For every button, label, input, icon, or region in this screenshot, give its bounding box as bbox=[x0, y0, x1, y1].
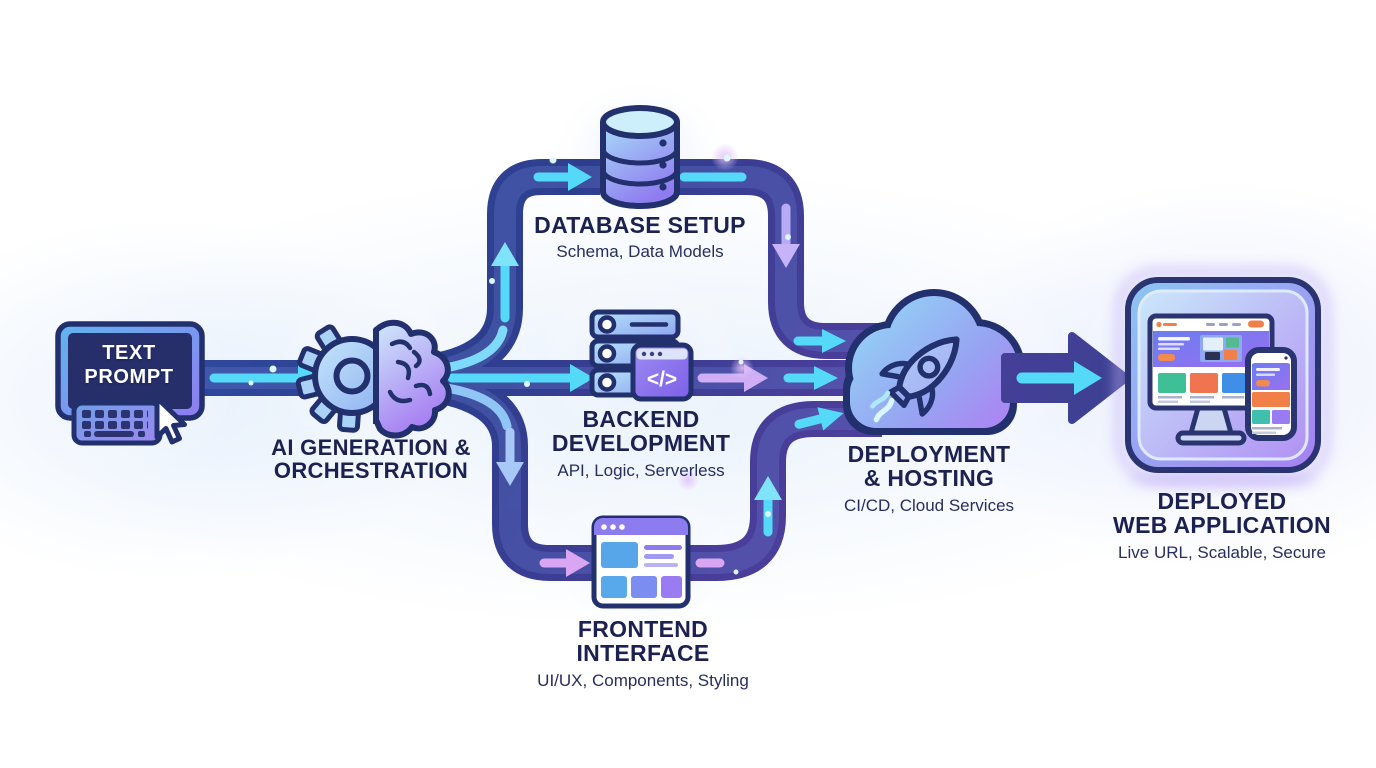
node-subtitle: CI/CD, Cloud Services bbox=[843, 495, 1015, 515]
flow-output-arrow bbox=[1001, 332, 1130, 424]
node-title-text-prompt: TEXT PROMPT bbox=[84, 341, 173, 389]
title-line: BACKEND bbox=[582, 406, 700, 432]
server-code-icon: </> bbox=[589, 309, 694, 402]
node-label-ai-generation: AI GENERATION & ORCHESTRATION bbox=[271, 436, 471, 483]
database-cylinder-icon bbox=[600, 105, 680, 209]
node-title: BACKEND DEVELOPMENT bbox=[552, 407, 730, 456]
title-line: DEPLOYMENT bbox=[847, 441, 1011, 467]
node-subtitle: API, Logic, Serverless bbox=[557, 460, 725, 480]
node-title: DATABASE SETUP bbox=[534, 212, 746, 238]
title-line: DEPLOYED bbox=[1157, 488, 1287, 514]
node-title: FRONTEND INTERFACE bbox=[537, 617, 749, 666]
cloud-entry-arrows bbox=[783, 329, 846, 431]
node-label-backend-development: BACKEND DEVELOPMENT API, Logic, Serverle… bbox=[552, 407, 730, 481]
node-subtitle: Live URL, Scalable, Secure bbox=[1118, 542, 1326, 562]
node-subtitle: UI/UX, Components, Styling bbox=[537, 670, 749, 690]
cloud-rocket-icon bbox=[783, 289, 1025, 435]
title-line: INTERFACE bbox=[576, 640, 710, 667]
browser-window-icon bbox=[591, 515, 691, 609]
title-line: ORCHESTRATION bbox=[273, 458, 469, 484]
monitor-keyboard-icon bbox=[55, 321, 205, 446]
title-line: FRONTEND bbox=[577, 616, 709, 642]
cursor-icon bbox=[154, 395, 187, 445]
title-line: & HOSTING bbox=[863, 465, 995, 492]
devices-icon bbox=[1114, 266, 1332, 490]
node-title: AI GENERATION & ORCHESTRATION bbox=[271, 436, 471, 483]
title-line: PROMPT bbox=[84, 366, 174, 388]
node-label-deployed-web-application: DEPLOYED WEB APPLICATION Live URL, Scala… bbox=[1113, 489, 1331, 563]
title-line: DEVELOPMENT bbox=[551, 430, 731, 457]
title-line: TEXT bbox=[102, 342, 156, 364]
node-title: DEPLOYMENT & HOSTING bbox=[844, 442, 1014, 491]
node-label-database-setup: DATABASE SETUP Schema, Data Models bbox=[534, 213, 746, 262]
node-label-frontend-interface: FRONTEND INTERFACE UI/UX, Components, St… bbox=[537, 617, 749, 691]
gear-brain-icon bbox=[295, 319, 452, 439]
node-label-deployment-hosting: DEPLOYMENT & HOSTING CI/CD, Cloud Servic… bbox=[844, 442, 1014, 516]
node-title: DEPLOYED WEB APPLICATION bbox=[1113, 489, 1331, 538]
code-glyph: </> bbox=[647, 368, 677, 391]
title-line: AI GENERATION & bbox=[271, 435, 471, 460]
title-line: WEB APPLICATION bbox=[1113, 512, 1331, 539]
title-line: DATABASE SETUP bbox=[534, 212, 746, 238]
node-subtitle: Schema, Data Models bbox=[556, 242, 724, 262]
